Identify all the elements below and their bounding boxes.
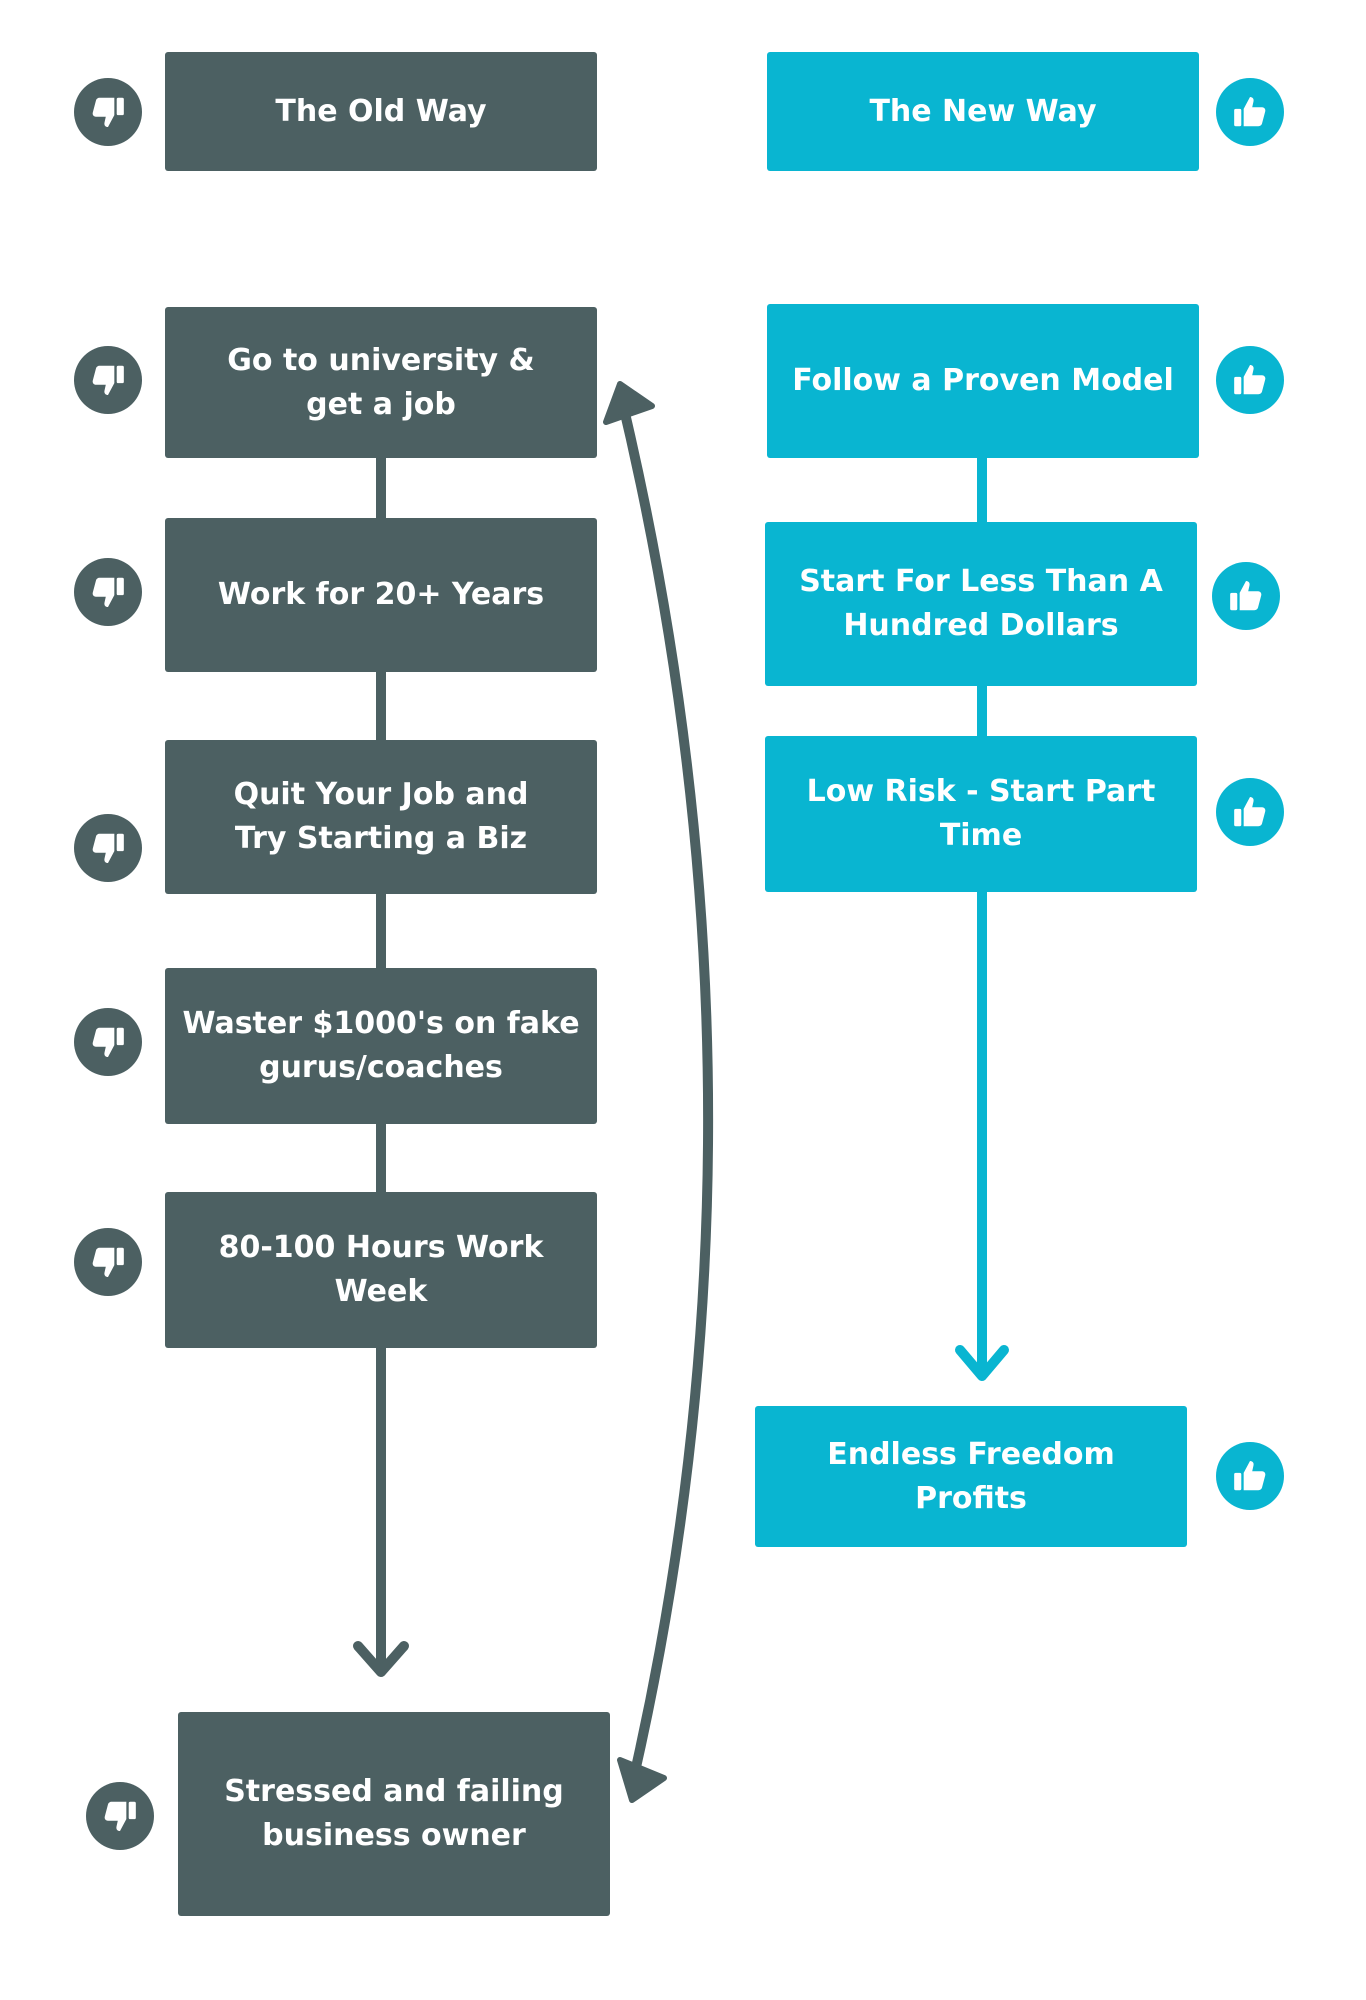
thumbs-up-icon bbox=[1216, 778, 1284, 846]
thumbs-up-icon bbox=[1216, 1442, 1284, 1510]
new-result-box: Endless Freedom Profits bbox=[755, 1406, 1187, 1547]
new-way-header: The New Way bbox=[767, 52, 1199, 171]
thumbs-up-icon bbox=[1212, 562, 1280, 630]
old-step-5: 80-100 Hours Work Week bbox=[165, 1192, 597, 1348]
old-step-3: Quit Your Job and Try Starting a Biz bbox=[165, 740, 597, 894]
thumbs-down-icon bbox=[86, 1782, 154, 1850]
thumbs-down-icon bbox=[74, 1008, 142, 1076]
thumbs-up-icon bbox=[1216, 346, 1284, 414]
old-step-4: Waster $1000's on fake gurus/coaches bbox=[165, 968, 597, 1124]
thumbs-down-icon bbox=[74, 1228, 142, 1296]
thumbs-up-icon bbox=[1216, 78, 1284, 146]
new-step-2: Start For Less Than A Hundred Dollars bbox=[765, 522, 1197, 686]
old-down-arrow-head bbox=[353, 1641, 409, 1677]
old-step-1: Go to university & get a job bbox=[165, 307, 597, 458]
old-step-2: Work for 20+ Years bbox=[165, 518, 597, 672]
thumbs-down-icon bbox=[74, 346, 142, 414]
loop-arrow-curve bbox=[615, 390, 714, 1787]
new-down-arrow-head bbox=[955, 1345, 1009, 1381]
thumbs-down-icon bbox=[74, 558, 142, 626]
old-result-box: Stressed and failing business owner bbox=[178, 1712, 610, 1916]
thumbs-down-icon bbox=[74, 78, 142, 146]
old-way-header: The Old Way bbox=[165, 52, 597, 171]
loop-arrow-head-top bbox=[603, 381, 655, 425]
loop-arrow-head-bottom bbox=[617, 1757, 667, 1803]
thumbs-down-icon bbox=[74, 814, 142, 882]
new-step-3: Low Risk - Start Part Time bbox=[765, 736, 1197, 892]
new-step-1: Follow a Proven Model bbox=[767, 304, 1199, 458]
